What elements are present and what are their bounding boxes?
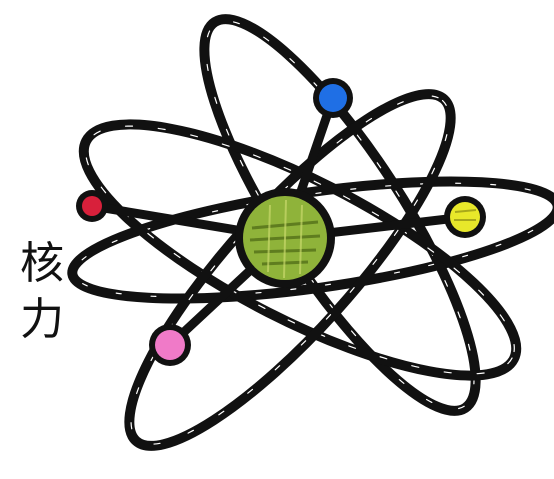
electron-red-icon	[76, 190, 108, 222]
caption-text: 核 力	[14, 236, 70, 348]
electron-blue-icon	[313, 78, 353, 118]
nucleus-icon	[235, 188, 335, 288]
electron-yellow-icon	[444, 196, 486, 238]
electron-pink-icon	[149, 324, 191, 366]
